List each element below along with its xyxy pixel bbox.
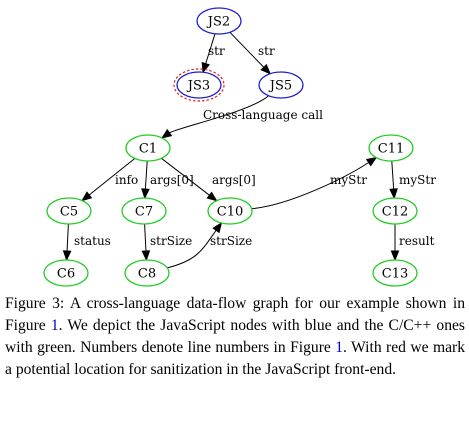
node-c1[interactable]: C1 [125, 134, 171, 162]
node-c8[interactable]: C8 [124, 259, 170, 287]
edge-js5-c1: Cross-language call [160, 95, 323, 139]
edge-label-js5-c1: Cross-language call [203, 108, 323, 122]
edge-js2-js3: str [201, 33, 225, 74]
edge-label-c7-c8: strSize [150, 234, 192, 248]
edge-label-js2-js3: str [208, 44, 225, 58]
caption-figure-ref-2[interactable]: 1 [335, 339, 344, 356]
node-shape-js5 [258, 71, 304, 99]
node-js5[interactable]: JS5 [258, 71, 304, 99]
edge-line-c11-c12 [391, 160, 395, 191]
edge-arrow-c10-c11 [365, 156, 378, 167]
node-c7[interactable]: C7 [121, 197, 167, 225]
sanitization-marker [173, 68, 225, 102]
node-shape-c6 [43, 259, 89, 287]
figure-caption: Figure 3: A cross-language data-flow gra… [5, 293, 465, 381]
edge-arrow-c1-c7 [141, 188, 150, 200]
node-label-c8: C8 [138, 267, 156, 282]
caption-text-2: . We depict the JavaScript nodes with bl… [5, 317, 465, 356]
node-label-c13: C13 [382, 267, 409, 282]
edge-arrow-js2-js5 [260, 63, 272, 75]
edge-label-c8-c10: strSize [210, 234, 252, 248]
edge-c1-c5: info [81, 158, 138, 202]
node-c13[interactable]: C13 [372, 259, 418, 287]
node-c10[interactable]: C10 [207, 197, 253, 225]
edge-c1-c7: args[0] [141, 160, 194, 200]
edge-label-c1-c7: args[0] [150, 173, 194, 187]
edge-line-js2-js3 [204, 33, 216, 65]
edge-label-js2-js5: str [258, 44, 275, 58]
edge-label-c11-c12: myStr [399, 173, 436, 187]
edge-arrow-c5-c6 [62, 250, 72, 262]
node-shape-js3 [176, 71, 222, 99]
edge-line-c1-c7 [144, 160, 148, 191]
edge-js2-js5: str [229, 31, 275, 75]
caption-text-3: . With red we mark a potential location … [5, 339, 465, 378]
edge-line-c1-c5 [88, 158, 136, 196]
edge-arrow-c12-c13 [390, 250, 400, 262]
node-label-c10: C10 [217, 205, 244, 220]
caption-text-1: Figure 3: A cross-language data-flow gra… [5, 295, 465, 334]
edge-line-c7-c8 [144, 223, 147, 253]
node-shape-c1 [125, 134, 171, 162]
node-c11[interactable]: C11 [368, 134, 414, 162]
node-label-c11: C11 [378, 142, 405, 157]
node-label-c6: C6 [57, 267, 75, 282]
node-label-js5: JS5 [268, 79, 292, 94]
edge-c8-c10: strSize [167, 221, 252, 269]
node-label-js3: JS3 [186, 79, 210, 94]
edge-line-js2-js5 [229, 31, 265, 69]
edge-c10-c11: myStr [251, 156, 378, 210]
edge-line-c10-c11 [251, 161, 370, 210]
edge-c12-c13: result [390, 224, 435, 262]
edge-line-js5-c1 [168, 95, 269, 134]
node-label-c5: C5 [60, 205, 78, 220]
edge-label-c1-c10: args[0] [212, 173, 256, 187]
edge-c11-c12: myStr [389, 160, 436, 200]
node-c6[interactable]: C6 [43, 259, 89, 287]
node-label-c1: C1 [139, 142, 157, 157]
edge-line-c8-c10 [167, 229, 218, 269]
node-shape-c8 [124, 259, 170, 287]
edge-c5-c6: status [62, 223, 111, 262]
edge-c7-c8: strSize [141, 223, 192, 262]
node-label-js2: JS2 [206, 15, 230, 30]
edge-label-c1-c5: info [115, 173, 138, 187]
edge-arrow-c1-c5 [81, 191, 93, 202]
edge-arrow-c11-c12 [389, 188, 398, 200]
node-shape-c13 [372, 259, 418, 287]
caption-figure-ref-1[interactable]: 1 [50, 317, 59, 334]
node-shape-c7 [121, 197, 167, 225]
edge-arrow-js5-c1 [160, 128, 173, 139]
node-label-c7: C7 [135, 205, 153, 220]
edge-arrow-c7-c8 [141, 250, 151, 262]
edge-arrow-c1-c10 [206, 191, 218, 202]
node-js3[interactable]: JS3 [173, 68, 225, 102]
edge-line-c5-c6 [66, 223, 69, 253]
node-shape-c5 [46, 197, 92, 225]
node-shape-c10 [207, 197, 253, 225]
node-label-c12: C12 [382, 205, 409, 220]
node-c5[interactable]: C5 [46, 197, 92, 225]
edge-line-c1-c10 [161, 157, 211, 197]
node-js2[interactable]: JS2 [196, 7, 242, 35]
edge-label-c10-c11: myStr [330, 173, 367, 187]
node-shape-c12 [372, 197, 418, 225]
edge-c1-c10: args[0] [161, 157, 256, 202]
edge-label-c5-c6: status [74, 234, 111, 248]
node-shape-c11 [368, 134, 414, 162]
node-c12[interactable]: C12 [372, 197, 418, 225]
edge-label-c12-c13: result [399, 234, 435, 248]
node-shape-js2 [196, 7, 242, 35]
edge-arrow-js2-js3 [201, 61, 210, 74]
edge-arrow-c8-c10 [212, 221, 223, 234]
